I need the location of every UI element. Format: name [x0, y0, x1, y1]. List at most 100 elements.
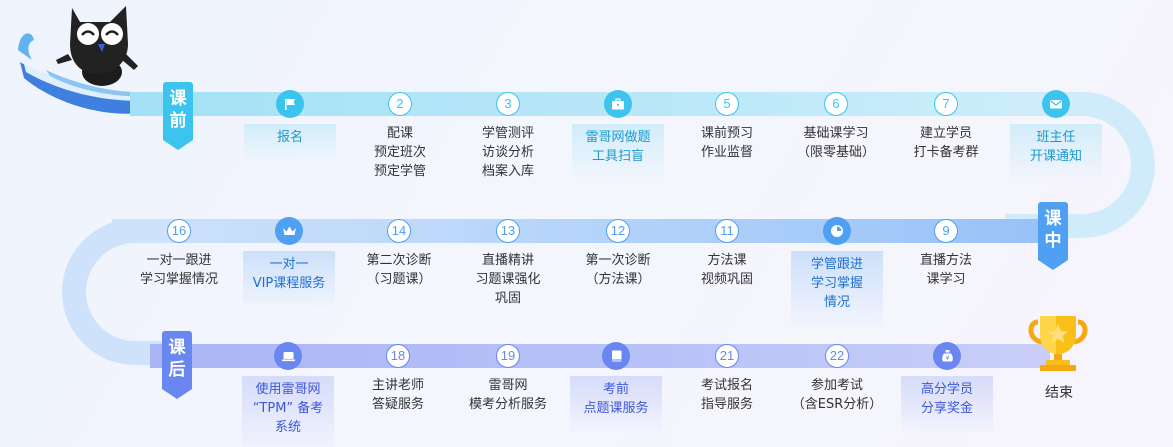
crown-icon [275, 217, 303, 245]
step-line: 预定班次 [373, 145, 426, 160]
step-line: 情况 [823, 295, 850, 310]
step-label: 建立学员 打卡备考群 [891, 124, 1001, 162]
briefcase-icon [604, 90, 632, 118]
step-18: 18 主讲老师 答疑服务 [343, 344, 453, 414]
step-line: 第一次诊断 [585, 253, 651, 268]
end-label: 结束 [1045, 385, 1073, 401]
step-line: 第二次诊断 [366, 253, 432, 268]
step-line: 考试报名 [700, 378, 753, 393]
step-line: 分享奖金 [920, 401, 973, 416]
svg-text:¥: ¥ [945, 356, 949, 362]
step-13: 13 直播精讲 习题课强化 巩固 [453, 219, 563, 308]
step-line: 打卡备考群 [913, 145, 979, 160]
step-line: 方法课 [707, 253, 747, 268]
step-line: 主讲老师 [371, 378, 424, 393]
phase-char: 课 [169, 89, 187, 109]
step-19: 19 雷哥网 模考分析服务 [453, 344, 563, 414]
step-line: 考前 [602, 382, 629, 397]
step-line: 指导服务 [700, 397, 753, 412]
step-23-top-student-bonus: ¥ 高分学员 分享奖金 [892, 342, 1002, 432]
step-line: 点题课服务 [583, 401, 649, 416]
step-label: 直播精讲 习题课强化 巩固 [453, 251, 563, 308]
step-number-badge: 6 [824, 92, 848, 116]
step-label: 直播方法 课学习 [891, 251, 1001, 289]
step-line: 习题课强化 [475, 272, 541, 287]
step-label: 第二次诊断 （习题课） [344, 251, 454, 289]
flag-icon [276, 90, 304, 118]
step-21: 21 考试报名 指导服务 [672, 344, 782, 414]
step-label: 课前预习 作业监督 [672, 124, 782, 162]
step-label: 学管测评 访谈分析 档案入库 [453, 124, 563, 181]
step-16: 16 一对一跟进 学习掌握情况 [124, 219, 234, 289]
mail-icon [1042, 90, 1070, 118]
step-line: 作业监督 [700, 145, 753, 160]
step-line: 学习掌握情况 [139, 272, 218, 287]
step-line: 参加考试 [810, 378, 863, 393]
step-line: 高分学员 [920, 382, 973, 397]
step-line: （含ESR分析） [791, 397, 883, 412]
step-number-badge: 12 [606, 219, 630, 243]
step-3: 3 学管测评 访谈分析 档案入库 [453, 92, 563, 181]
step-line: 直播方法 [919, 253, 972, 268]
step-line: （方法课） [585, 272, 651, 287]
step-label: 高分学员 分享奖金 [901, 376, 993, 432]
step-label: 雷哥网做题 工具扫盲 [572, 124, 664, 180]
step-label: 方法课 视频巩固 [672, 251, 782, 289]
step-label: 第一次诊断 （方法课） [563, 251, 673, 289]
step-line: VIP课程服务 [252, 276, 326, 291]
step-8-class-notice: 班主任 开课通知 [1001, 90, 1111, 180]
step-15-vip-service: 一对一 VIP课程服务 [234, 217, 344, 307]
step-9: 9 直播方法 课学习 [891, 219, 1001, 289]
phase-tag-pre-course: 课 前 [163, 82, 193, 150]
step-number-badge: 19 [496, 344, 520, 368]
step-line: （限零基础） [796, 145, 875, 160]
phase-tag-post-course: 课 后 [162, 331, 192, 399]
money-bag-icon: ¥ [933, 342, 961, 370]
step-number-badge: 2 [388, 92, 412, 116]
trophy-icon [1028, 316, 1088, 371]
step-number-badge: 18 [386, 344, 410, 368]
step-label: 参加考试 （含ESR分析） [782, 376, 892, 414]
step-label: 配课 预定班次 预定学管 [345, 124, 455, 181]
step-label: 报名 [244, 124, 336, 161]
step-line: 一对一 [269, 257, 309, 272]
phase-char: 中 [1044, 231, 1062, 251]
step-line: 一对一跟进 [146, 253, 212, 268]
step-22: 22 参加考试 （含ESR分析） [782, 344, 892, 414]
step-line: 学管跟进 [810, 257, 863, 272]
book-icon [602, 342, 630, 370]
step-line: 系统 [274, 420, 301, 435]
step-line: 基础课学习 [803, 126, 869, 141]
step-label: 一对一跟进 学习掌握情况 [124, 251, 234, 289]
step-number-badge: 9 [934, 219, 958, 243]
step-20-pre-exam-class: 考前 点题课服务 [561, 342, 671, 432]
step-line: 课前预习 [700, 126, 753, 141]
step-6: 6 基础课学习 （限零基础） [781, 92, 891, 162]
step-number-badge: 14 [387, 219, 411, 243]
track-in-course [112, 219, 1040, 243]
step-14: 14 第二次诊断 （习题课） [344, 219, 454, 289]
step-label: 基础课学习 （限零基础） [781, 124, 891, 162]
step-label: 考前 点题课服务 [570, 376, 662, 432]
step-label: 一对一 VIP课程服务 [243, 251, 335, 307]
step-number-badge: 22 [825, 344, 849, 368]
step-line: 配课 [386, 126, 413, 141]
step-label: 雷哥网 模考分析服务 [453, 376, 563, 414]
phase-char: 课 [1044, 209, 1062, 229]
step-label: 学管跟进 学习掌握 情况 [791, 251, 883, 326]
step-17-tpm-system: 使用雷哥网 “TPM” 备考 系统 [233, 342, 343, 447]
step-4-tool-intro: 雷哥网做题 工具扫盲 [563, 90, 673, 180]
step-line: 雷哥网 [488, 378, 528, 393]
step-label: 考试报名 指导服务 [672, 376, 782, 414]
step-line: 档案入库 [481, 164, 534, 179]
step-line: 视频巩固 [700, 272, 753, 287]
step-number-badge: 16 [167, 219, 191, 243]
phase-char: 课 [168, 338, 186, 358]
step-number-badge: 5 [715, 92, 739, 116]
step-line: 预定学管 [373, 164, 426, 179]
phase-tag-in-course: 课 中 [1038, 202, 1068, 270]
step-line: （习题课） [366, 272, 432, 287]
step-label: 主讲老师 答疑服务 [343, 376, 453, 414]
step-line: 使用雷哥网 [255, 382, 321, 397]
